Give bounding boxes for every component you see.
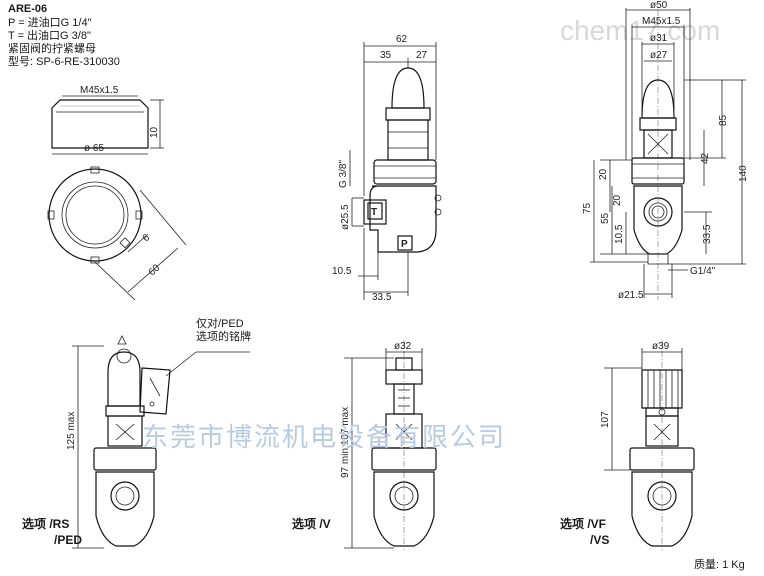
side-port-g: G1/4" — [690, 266, 716, 277]
v-height-dim: 97 min 107 max — [340, 407, 351, 478]
weight-note: 质量: 1 Kg — [694, 559, 745, 571]
nut-height-dim: 10 — [149, 126, 160, 138]
front-right-part: 27 — [416, 50, 428, 61]
front-left-part: 35 — [380, 50, 392, 61]
side-h33-5: 33.5 — [702, 224, 713, 244]
front-overall-width: 62 — [396, 34, 408, 45]
nut-thread-dim: M45x1.5 — [80, 85, 119, 96]
nut-slot-dim: 6 — [141, 232, 153, 244]
side-h75: 75 — [582, 202, 593, 214]
front-base-dim: 33.5 — [372, 292, 392, 303]
port-p-note: P = 进油口G 1/4" — [8, 17, 92, 29]
vf-height-dim: 107 — [600, 411, 611, 428]
side-dia-cap: ø27 — [650, 50, 668, 61]
option-vf-drawing: ø39 107 — [600, 340, 695, 550]
vf-dia-dim: ø39 — [652, 341, 670, 352]
ped-note-line1: 仅对/PED — [196, 318, 244, 330]
v-dia-dim: ø32 — [394, 341, 412, 352]
front-port-dia: ø25.5 — [340, 204, 351, 230]
option-vs-label: /VS — [590, 533, 610, 547]
side-h55: 55 — [600, 212, 611, 224]
nut-width-dim: 60 — [147, 262, 163, 278]
port-t-note: T = 出油口G 3/8" — [8, 30, 91, 42]
side-thread-dim: M45x1.5 — [642, 16, 681, 27]
front-offset-dim: 10.5 — [332, 266, 352, 277]
ped-note-line2: 选项的铭牌 — [196, 331, 251, 343]
option-rs-label: 选项 /RS — [22, 517, 70, 531]
side-dia-mid: ø31 — [650, 33, 668, 44]
side-h140: 140 — [738, 165, 749, 182]
side-h20b: 20 — [612, 194, 623, 206]
lock-nut-drawing: M45x1.5 10 ø 65 60 6 — [47, 85, 187, 301]
lock-nut-note: 紧固阀的拧紧螺母 — [8, 43, 96, 55]
port-p-tag: P — [401, 239, 408, 250]
nut-diameter-dim: ø 65 — [84, 143, 104, 154]
option-vf-label: 选项 /VF — [560, 517, 607, 531]
side-h10-5: 10.5 — [614, 224, 625, 244]
option-v-label: 选项 /V — [292, 517, 331, 531]
rs-height-dim: 125 max — [66, 412, 77, 450]
option-rs-drawing: 125 max — [66, 335, 250, 549]
side-h42: 42 — [700, 152, 711, 164]
watermark-site: chem17.com — [560, 15, 720, 46]
model-code: ARE-06 — [8, 3, 48, 15]
side-dia-bottom: ø21.5 — [618, 290, 644, 301]
port-t-tag: T — [371, 207, 377, 218]
side-h85: 85 — [718, 114, 729, 126]
watermark-company: 东莞市博流机电设备有限公司 — [142, 422, 506, 452]
part-number: 型号: SP-6-RE-310030 — [8, 56, 120, 68]
side-h20a: 20 — [598, 168, 609, 180]
side-dia-top: ø50 — [650, 0, 668, 11]
option-v-drawing: ø32 97 min 107 max — [340, 340, 437, 550]
option-ped-label: /PED — [54, 533, 83, 547]
valve-front-view: T P 62 35 27 G 3/8" ø25.5 10.5 33.5 — [332, 34, 442, 303]
front-port-thread: G 3/8" — [338, 160, 349, 188]
valve-side-view: ø50 M45x1.5 ø31 ø27 85 140 42 33.5 20 20… — [582, 0, 749, 301]
